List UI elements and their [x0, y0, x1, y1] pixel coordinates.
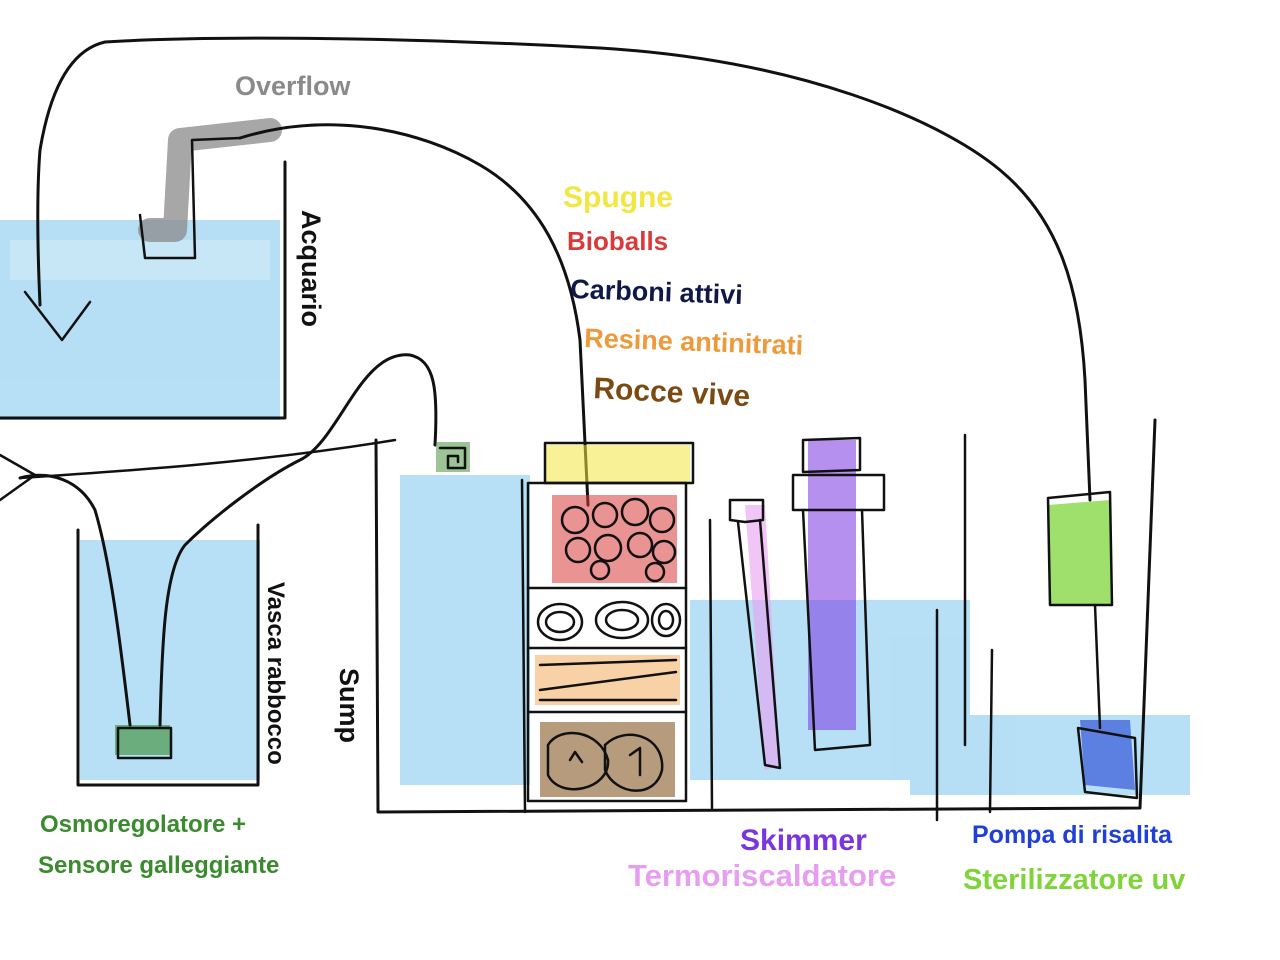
- osmo-hose-2: [158, 353, 438, 727]
- label-pompa: Pompa di risalita: [972, 821, 1173, 849]
- osmoregulator-sensor: [115, 725, 173, 760]
- skimmer: [791, 436, 886, 752]
- return-pump: [1076, 603, 1139, 800]
- label-sensore: Sensore galleggiante: [38, 852, 279, 879]
- sump-divider-5: [988, 648, 994, 814]
- label-osmoregolatore: Osmoregolatore +: [40, 811, 246, 838]
- label-sump: Sump: [334, 668, 364, 743]
- top-hose: [18, 438, 397, 480]
- hose-end: [0, 453, 37, 502]
- filter-media-column: [526, 441, 695, 803]
- refill-tank: [76, 523, 260, 787]
- heater: [728, 498, 782, 770]
- label-media-bioballs: Bioballs: [567, 226, 668, 256]
- return-arrow: [23, 290, 92, 342]
- label-skimmer: Skimmer: [740, 824, 867, 857]
- float-sensor: [436, 442, 470, 472]
- aquarium-tank: [0, 160, 287, 420]
- sump-divider-1: [520, 478, 527, 814]
- aquarium-water: [0, 220, 280, 420]
- label-vasca-rabbocco: Vasca rabbocco: [262, 582, 289, 765]
- sump-divider-2: [708, 518, 714, 810]
- label-media-rocce: Rocce vive: [593, 372, 751, 413]
- label-overflow: Overflow: [235, 71, 352, 101]
- overflow-pipe: [138, 118, 282, 260]
- uv-sterilizer: [1046, 490, 1114, 607]
- label-acquario: Acquario: [296, 210, 326, 327]
- label-media-spugne: Spugne: [563, 181, 673, 214]
- label-media-carboni: Carboni attivi: [570, 274, 743, 310]
- label-sterilizzatore: Sterilizzatore uv: [963, 864, 1185, 896]
- sump-tank: [374, 418, 1157, 814]
- drain-line: [238, 123, 590, 507]
- label-termoriscaldatore: Termoriscaldatore: [628, 858, 896, 893]
- return-line: [36, 36, 1092, 502]
- label-media-resine: Resine antinitrati: [584, 323, 804, 361]
